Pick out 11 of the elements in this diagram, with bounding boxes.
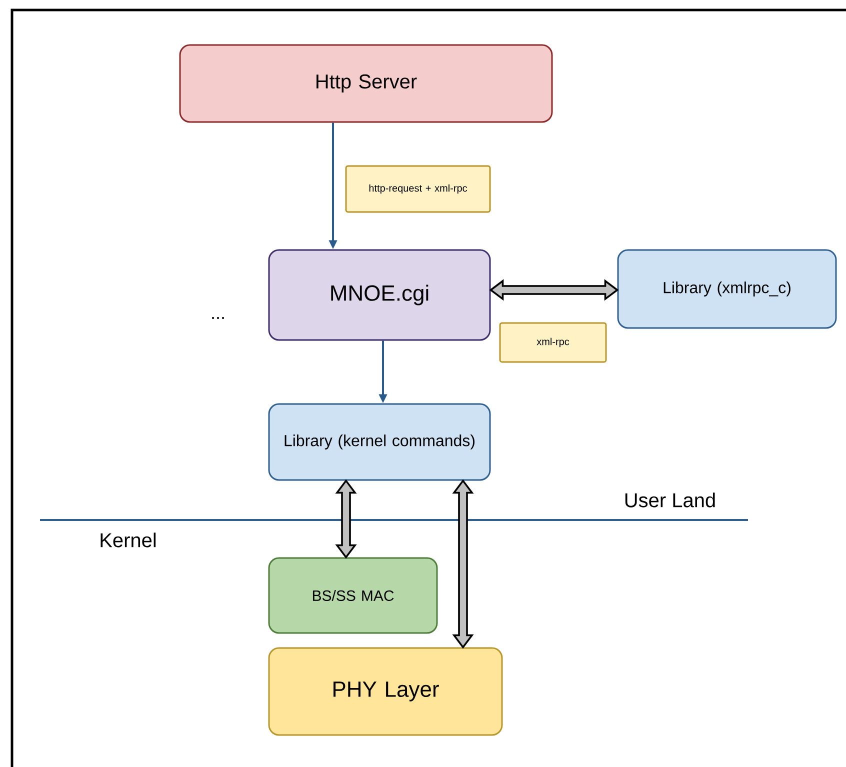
ellipsis-text: ... [212, 317, 224, 319]
library-box: Library (kernel commands) [268, 403, 491, 481]
region-label: Kernel [100, 532, 156, 548]
region-label: User Land [625, 492, 715, 508]
note-box: http-request + xml-rpc [345, 165, 491, 213]
library-box: Library (xmlrpc_c) [617, 249, 837, 329]
process-box: MNOE.cgi [268, 249, 491, 341]
server-box: Http Server [179, 44, 553, 123]
layer-box: PHY Layer [268, 647, 503, 736]
mac-box: BS/SS MAC [268, 557, 438, 634]
note-box: xml-rpc [499, 322, 607, 363]
